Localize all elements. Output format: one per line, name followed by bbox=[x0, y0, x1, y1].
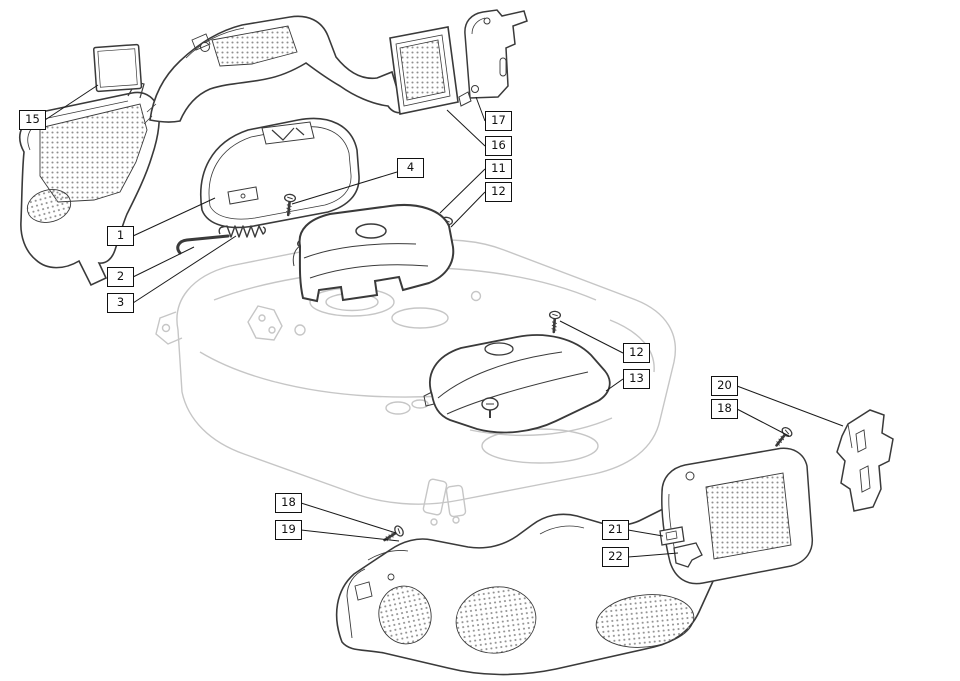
engine-shroud-drawing bbox=[292, 204, 455, 303]
callout-16[interactable]: 16 bbox=[485, 136, 512, 156]
callout-22[interactable]: 22 bbox=[602, 547, 629, 567]
upper-right-bracket-drawing bbox=[458, 9, 528, 107]
callout-17[interactable]: 17 bbox=[485, 111, 512, 131]
callout-18-bottom[interactable]: 18 bbox=[275, 493, 302, 513]
bottom-guard-drawing bbox=[335, 503, 725, 676]
callout-18-right[interactable]: 18 bbox=[711, 399, 738, 419]
callout-12-top[interactable]: 12 bbox=[485, 182, 512, 202]
callout-12-mid[interactable]: 12 bbox=[623, 343, 650, 363]
mower-deck-drawing bbox=[155, 234, 676, 526]
top-duct-cover-drawing bbox=[143, 15, 459, 125]
right-side-bracket-drawing bbox=[836, 409, 894, 512]
callout-21[interactable]: 21 bbox=[602, 520, 629, 540]
callout-20[interactable]: 20 bbox=[711, 376, 738, 396]
rear-mesh-panel-drawing bbox=[659, 447, 814, 585]
mounting-plate-drawing bbox=[92, 43, 143, 93]
spring-drawing bbox=[218, 225, 266, 238]
callout-2[interactable]: 2 bbox=[107, 267, 134, 287]
tension-rod-drawing bbox=[176, 234, 230, 255]
belt-cover-drawing bbox=[423, 334, 611, 434]
belt-guard-drawing bbox=[200, 117, 360, 229]
callout-1[interactable]: 1 bbox=[107, 226, 134, 246]
callout-3[interactable]: 3 bbox=[107, 293, 134, 313]
callout-11[interactable]: 11 bbox=[485, 159, 512, 179]
callout-4[interactable]: 4 bbox=[397, 158, 424, 178]
callout-19[interactable]: 19 bbox=[275, 520, 302, 540]
callout-15[interactable]: 15 bbox=[19, 110, 46, 130]
callout-13[interactable]: 13 bbox=[623, 369, 650, 389]
leader-lines bbox=[44, 84, 844, 558]
